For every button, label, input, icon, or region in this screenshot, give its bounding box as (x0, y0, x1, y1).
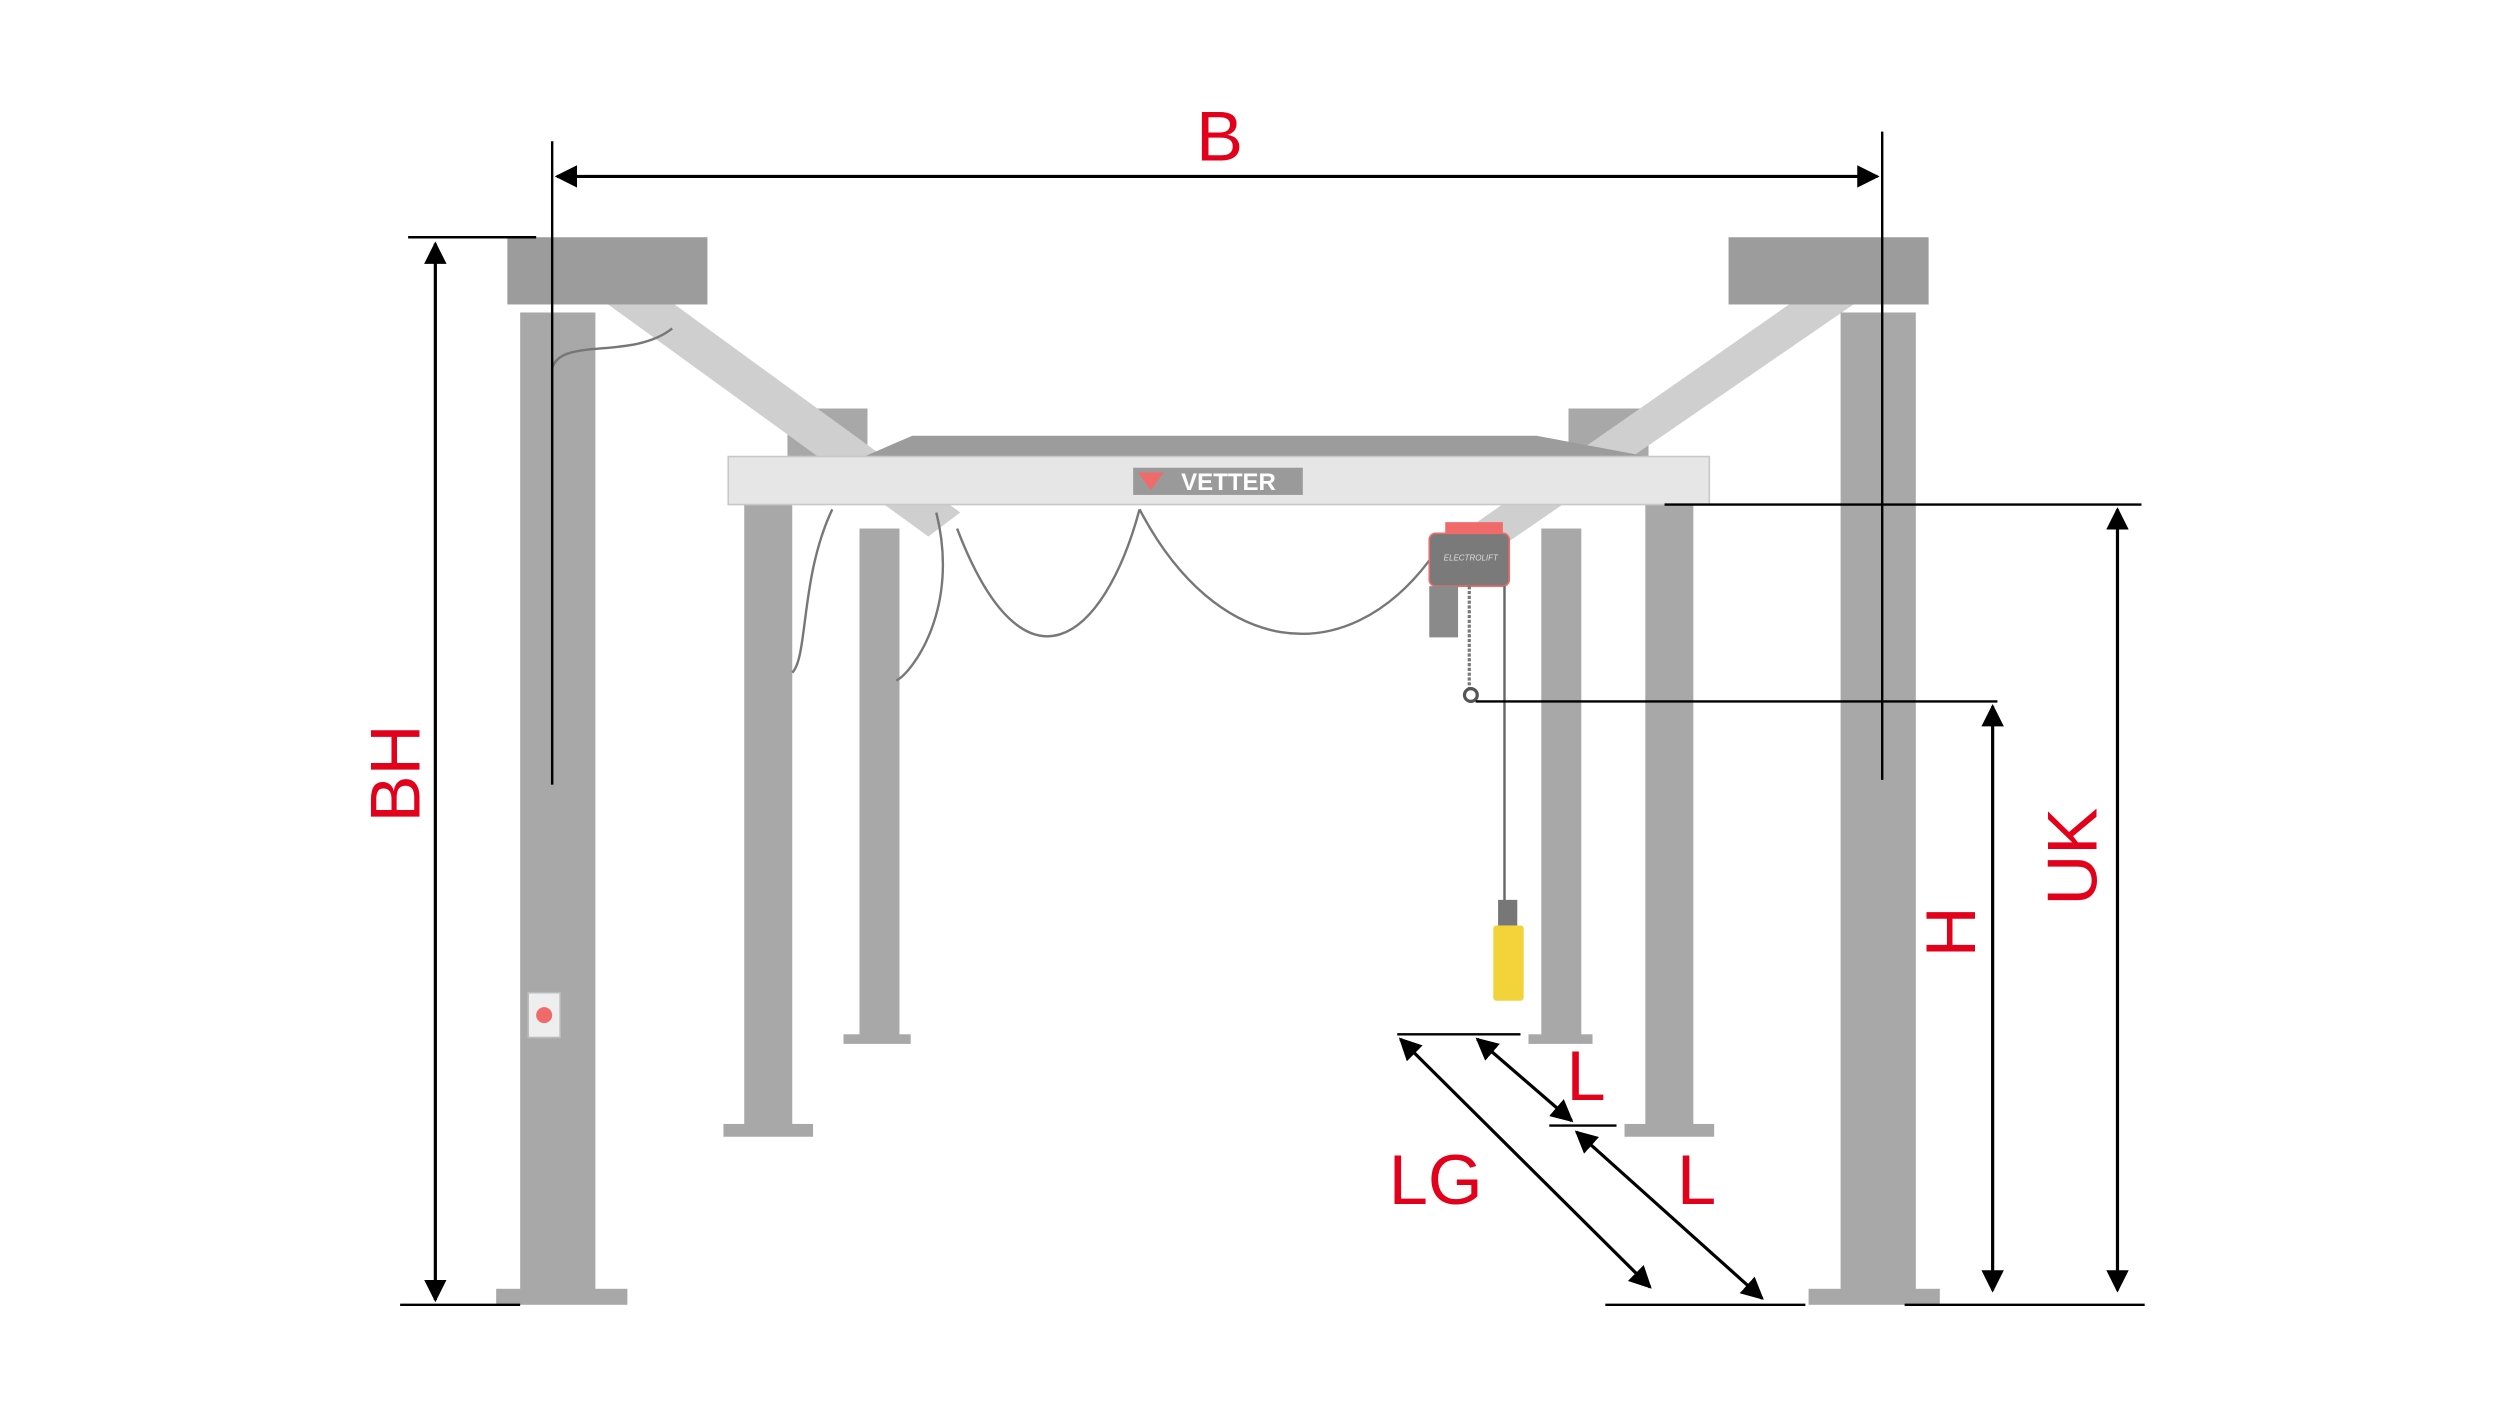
crane-structure: VETTER ELECTROLIFT (496, 237, 1940, 1305)
label-b: B (1196, 96, 1243, 175)
label-h: H (1911, 906, 1990, 957)
hoist-label: ELECTROLIFT (1444, 554, 1499, 563)
pendant-control (1493, 925, 1524, 1001)
electric-hoist: ELECTROLIFT (1428, 522, 1524, 1001)
label-bh: BH (355, 725, 434, 823)
back-right-inner-column (1541, 528, 1582, 1038)
back-left-outer-column (744, 496, 793, 1129)
label-l-1: L (1567, 1036, 1606, 1115)
dimension-lines (400, 131, 2145, 1306)
label-l-2: L (1677, 1140, 1716, 1219)
segment-length-arrow-2 (1574, 1130, 1764, 1300)
vetter-logo (1133, 467, 1303, 495)
vetter-logo-text: VETTER (1181, 469, 1276, 496)
front-right-column (1840, 312, 1916, 1297)
back-right-outer-column (1645, 496, 1694, 1129)
label-uk: UK (2033, 808, 2112, 906)
front-left-column (520, 312, 596, 1297)
label-lg: LG (1389, 1140, 1483, 1219)
back-left-inner-column (859, 528, 900, 1038)
segment-length-arrow-1 (1475, 1037, 1574, 1123)
